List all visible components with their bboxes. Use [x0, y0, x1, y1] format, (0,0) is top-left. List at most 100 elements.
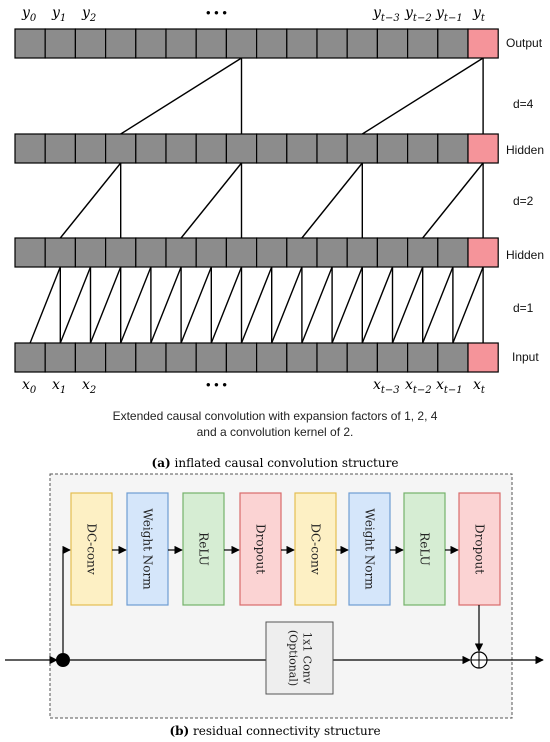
cell: [346, 237, 379, 268]
cell: [195, 342, 227, 373]
optional-conv-box: [265, 621, 334, 695]
cell: [376, 342, 409, 373]
cell: [74, 342, 107, 373]
input-label-xt-3: xt−3: [373, 377, 400, 396]
block-box: [126, 492, 169, 606]
cell: [316, 28, 348, 59]
connection-line: [150, 266, 182, 344]
connection-line: [331, 266, 363, 344]
cell: [407, 237, 439, 268]
cell: [346, 28, 379, 59]
cell: [437, 342, 469, 373]
layer-label-input: Input: [512, 350, 539, 364]
block-box: [458, 492, 501, 606]
connection-line: [422, 162, 484, 239]
cell: [14, 133, 46, 164]
cell: [225, 133, 258, 164]
block-2: Weight Norm: [126, 492, 169, 606]
cell: [286, 133, 318, 164]
cell: [256, 237, 288, 268]
block-3: ReLU: [182, 492, 225, 606]
dilation-label-2: d=2: [513, 194, 534, 208]
cell: [376, 237, 409, 268]
block-label: ReLU: [197, 532, 211, 566]
input-label-xt-2: xt−2: [405, 377, 432, 396]
cell: [74, 237, 107, 268]
cell: [135, 342, 167, 373]
connection-line: [301, 266, 333, 344]
cell: [437, 237, 469, 268]
connection-line: [59, 266, 92, 344]
connection-line: [361, 266, 394, 344]
output-labels: y0 y1 y2 yt−3 yt−2 yt−1 yt: [21, 5, 486, 24]
hidden-row-top: [14, 133, 499, 164]
cell-current-timestep: [467, 133, 499, 164]
output-label-yt: yt: [472, 5, 486, 24]
cell: [104, 237, 137, 268]
cell: [316, 237, 348, 268]
cell: [407, 133, 439, 164]
connection-line: [120, 57, 242, 135]
cell: [407, 342, 439, 373]
cell: [74, 133, 107, 164]
cell: [44, 28, 77, 59]
input-label-xt-1: xt−1: [436, 377, 463, 396]
caption-a: (a) inflated causal convolution structur…: [152, 456, 399, 470]
block-box: [348, 492, 391, 606]
block-label: DC-conv: [85, 523, 99, 575]
description-line-2: and a convolution kernel of 2.: [197, 425, 354, 439]
cell: [256, 133, 288, 164]
output-label-yt-2: yt−2: [404, 5, 432, 24]
dilated-connections: [29, 57, 484, 344]
cell: [135, 237, 167, 268]
block-label: ReLU: [418, 532, 432, 566]
cell: [286, 28, 318, 59]
block-box: [70, 492, 113, 606]
cell-current-timestep: [467, 28, 499, 59]
output-label-y0: y0: [21, 5, 37, 24]
cell-current-timestep: [467, 342, 499, 373]
cell: [437, 28, 469, 59]
cell: [346, 342, 379, 373]
connection-line: [301, 162, 363, 239]
cell: [14, 28, 46, 59]
caption-a-text: inflated causal convolution structure: [171, 456, 399, 470]
block-1: DC-conv: [70, 492, 113, 606]
connection-line: [422, 266, 454, 344]
cell: [316, 342, 348, 373]
connection-line: [210, 266, 243, 344]
connection-line: [120, 266, 152, 344]
cell: [225, 28, 258, 59]
optional-conv-line-2: (Optional): [287, 630, 300, 686]
output-row: [14, 28, 499, 59]
layer-label-hidden-top: Hidden: [506, 143, 544, 157]
split-node: [56, 653, 70, 667]
connection-line: [59, 162, 122, 239]
caption-a-tag: (a): [152, 456, 171, 470]
cell: [286, 342, 318, 373]
output-label-y2: y2: [81, 5, 96, 24]
cell: [346, 133, 379, 164]
cell: [195, 237, 227, 268]
cell: [44, 342, 77, 373]
connection-line: [391, 266, 424, 344]
cell: [376, 133, 409, 164]
output-label-yt-3: yt−3: [372, 5, 400, 24]
connection-line: [180, 266, 212, 344]
cell: [165, 28, 197, 59]
input-row: [14, 342, 499, 373]
cell: [225, 342, 258, 373]
block-label: Dropout: [254, 524, 268, 574]
connection-line: [271, 266, 303, 344]
input-label-x2: x2: [82, 377, 96, 396]
input-label-x0: x0: [22, 377, 37, 396]
block-label: Dropout: [473, 524, 487, 574]
block-label: DC-conv: [309, 523, 323, 575]
cell: [14, 237, 46, 268]
connection-line: [452, 266, 484, 344]
cell: [135, 28, 167, 59]
cell: [407, 28, 439, 59]
input-label-xt: xt: [473, 377, 486, 396]
